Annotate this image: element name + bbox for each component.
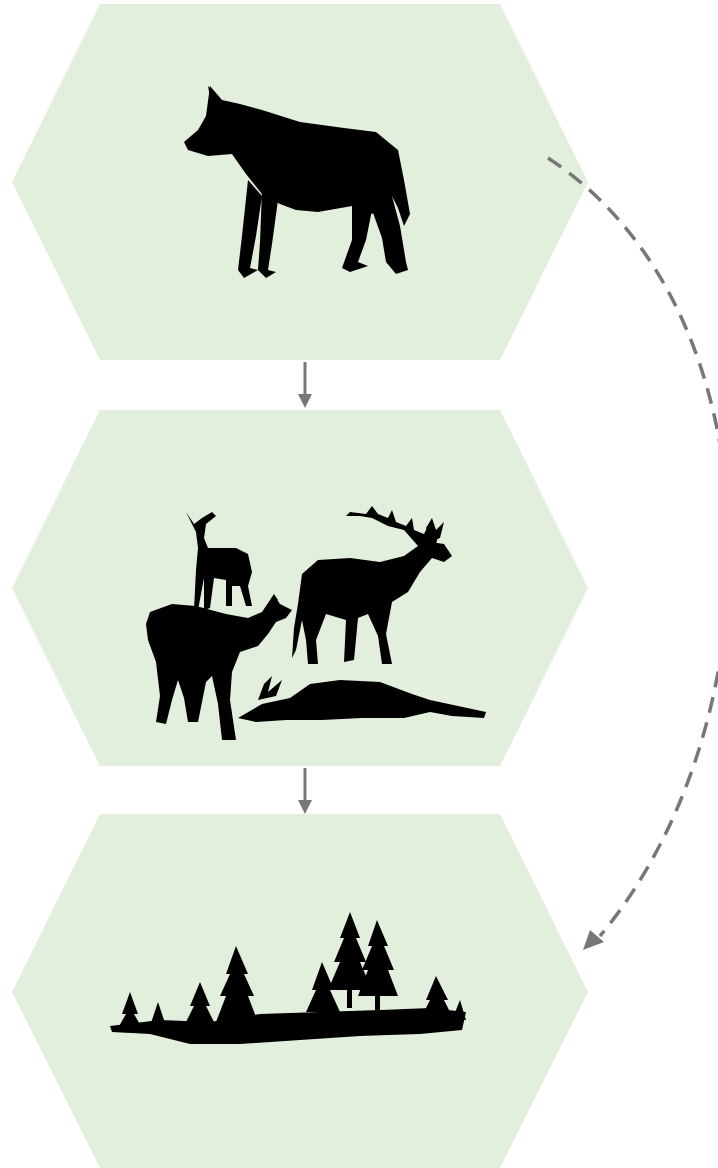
arrow-predator-to-herbivores xyxy=(298,362,312,408)
tier-vegetation xyxy=(12,814,588,1168)
arrow-predator-to-vegetation-indirect xyxy=(548,158,718,950)
tier-predator xyxy=(12,4,588,360)
tier-vegetation-hexagon xyxy=(12,814,588,1168)
tier-herbivores xyxy=(12,410,588,766)
arrow-herbivores-to-vegetation xyxy=(298,768,312,814)
